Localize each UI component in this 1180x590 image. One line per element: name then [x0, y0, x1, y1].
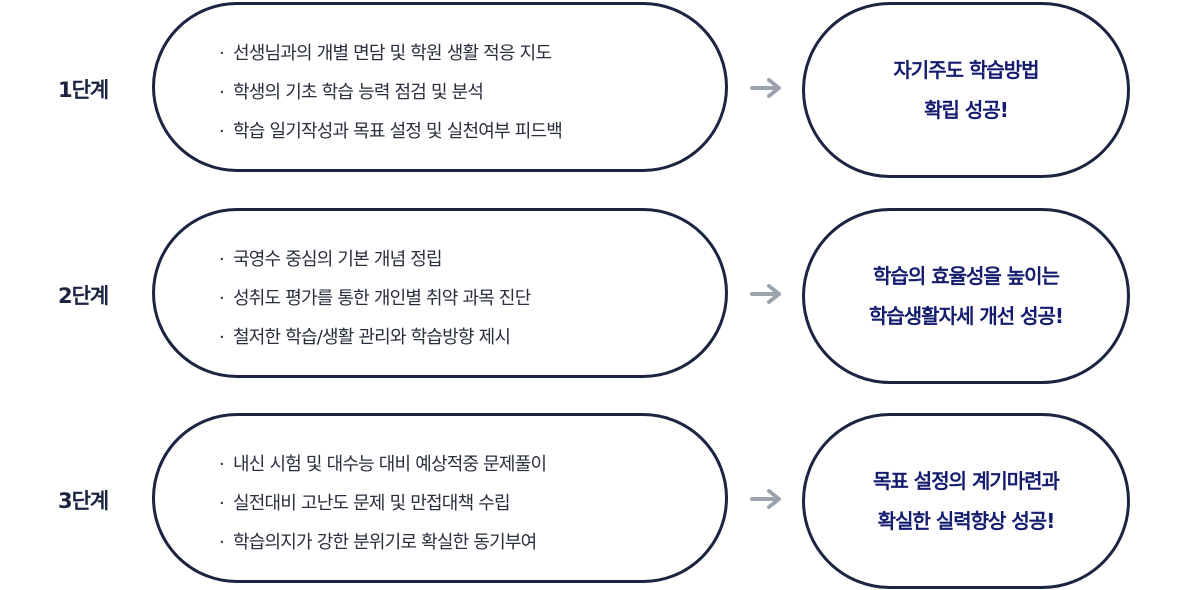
bullet-icon: ·: [219, 327, 225, 348]
result-line-1: 학습의 효율성을 높이는: [873, 264, 1060, 288]
list-item: · 학습 일기작성과 목표 설정 및 실천여부 피드백: [219, 112, 563, 151]
step-result: 목표 설정의 계기마련과 확실한 실력향상 성공!: [802, 413, 1130, 589]
list-item: · 선생님과의 개별 면담 및 학원 생활 적응 지도: [219, 34, 562, 73]
step-row-2: 2단계 · 국영수 중심의 기본 개념 정립 · 성취도 평가를 통한 개인별 취약…: [0, 208, 1180, 384]
step-result: 자기주도 학습방법 확립 성공!: [802, 2, 1130, 178]
bullet-icon: ·: [219, 288, 225, 309]
item-text: 선생님과의 개별 면담 및 학원 생활 적응 지도: [233, 43, 552, 64]
bullet-icon: ·: [219, 121, 225, 142]
item-text: 실전대비 고난도 문제 및 만접대책 수립: [233, 493, 511, 514]
step-items-list: · 선생님과의 개별 면담 및 학원 생활 적응 지도 · 학생의 기초 학습 능력…: [219, 34, 563, 151]
bullet-icon: ·: [219, 249, 225, 270]
bullet-icon: ·: [219, 493, 225, 514]
arrow-right-icon: [750, 284, 781, 304]
step-details: · 내신 시험 및 대수능 대비 예상적중 문제풀이 · 실전대비 고난도 문제 및…: [152, 413, 728, 583]
step-details: · 선생님과의 개별 면담 및 학원 생활 적응 지도 · 학생의 기초 학습 능력…: [152, 2, 728, 172]
item-text: 학생의 기초 학습 능력 점검 및 분석: [233, 82, 484, 103]
step-items-list: · 내신 시험 및 대수능 대비 예상적중 문제풀이 · 실전대비 고난도 문제 및…: [219, 445, 547, 562]
step-label: 3단계: [58, 489, 109, 513]
result-line-2: 확립 성공!: [924, 98, 1009, 122]
list-item: · 학생의 기초 학습 능력 점검 및 분석: [219, 73, 562, 112]
step-row-1: 1단계 · 선생님과의 개별 면담 및 학원 생활 적응 지도 · 학생의 기초 학…: [0, 2, 1180, 178]
arrow-right-icon: [750, 489, 781, 509]
list-item: · 학습의지가 강한 분위기로 확실한 동기부여: [219, 523, 546, 562]
list-item: · 국영수 중심의 기본 개념 정립: [219, 240, 530, 279]
item-text: 국영수 중심의 기본 개념 정립: [233, 249, 443, 270]
result-line-1: 목표 설정의 계기마련과: [873, 469, 1060, 493]
step-label: 2단계: [58, 284, 109, 308]
item-text: 내신 시험 및 대수능 대비 예상적중 문제풀이: [233, 454, 547, 475]
step-details: · 국영수 중심의 기본 개념 정립 · 성취도 평가를 통한 개인별 취약 과목 …: [152, 208, 728, 378]
item-text: 철저한 학습/생활 관리와 학습방향 제시: [233, 327, 511, 348]
bullet-icon: ·: [219, 82, 225, 103]
step-row-3: 3단계 · 내신 시험 및 대수능 대비 예상적중 문제풀이 · 실전대비 고난도 …: [0, 413, 1180, 589]
list-item: · 실전대비 고난도 문제 및 만접대책 수립: [219, 484, 546, 523]
step-label: 1단계: [58, 78, 109, 102]
bullet-icon: ·: [219, 532, 225, 553]
result-line-2: 확실한 실력향상 성공!: [877, 509, 1056, 533]
list-item: · 내신 시험 및 대수능 대비 예상적중 문제풀이: [219, 445, 547, 484]
bullet-icon: ·: [219, 43, 225, 64]
item-text: 학습의지가 강한 분위기로 확실한 동기부여: [233, 532, 537, 553]
item-text: 성취도 평가를 통한 개인별 취약 과목 진단: [233, 288, 531, 309]
item-text: 학습 일기작성과 목표 설정 및 실천여부 피드백: [233, 121, 563, 142]
arrow-right-icon: [750, 78, 781, 98]
list-item: · 성취도 평가를 통한 개인별 취약 과목 진단: [219, 279, 531, 318]
list-item: · 철저한 학습/생활 관리와 학습방향 제시: [219, 318, 530, 357]
step-items-list: · 국영수 중심의 기본 개념 정립 · 성취도 평가를 통한 개인별 취약 과목 …: [219, 240, 531, 357]
step-result: 학습의 효율성을 높이는 학습생활자세 개선 성공!: [802, 208, 1130, 384]
bullet-icon: ·: [219, 454, 225, 475]
result-line-2: 학습생활자세 개선 성공!: [868, 304, 1064, 328]
result-line-1: 자기주도 학습방법: [893, 58, 1039, 82]
